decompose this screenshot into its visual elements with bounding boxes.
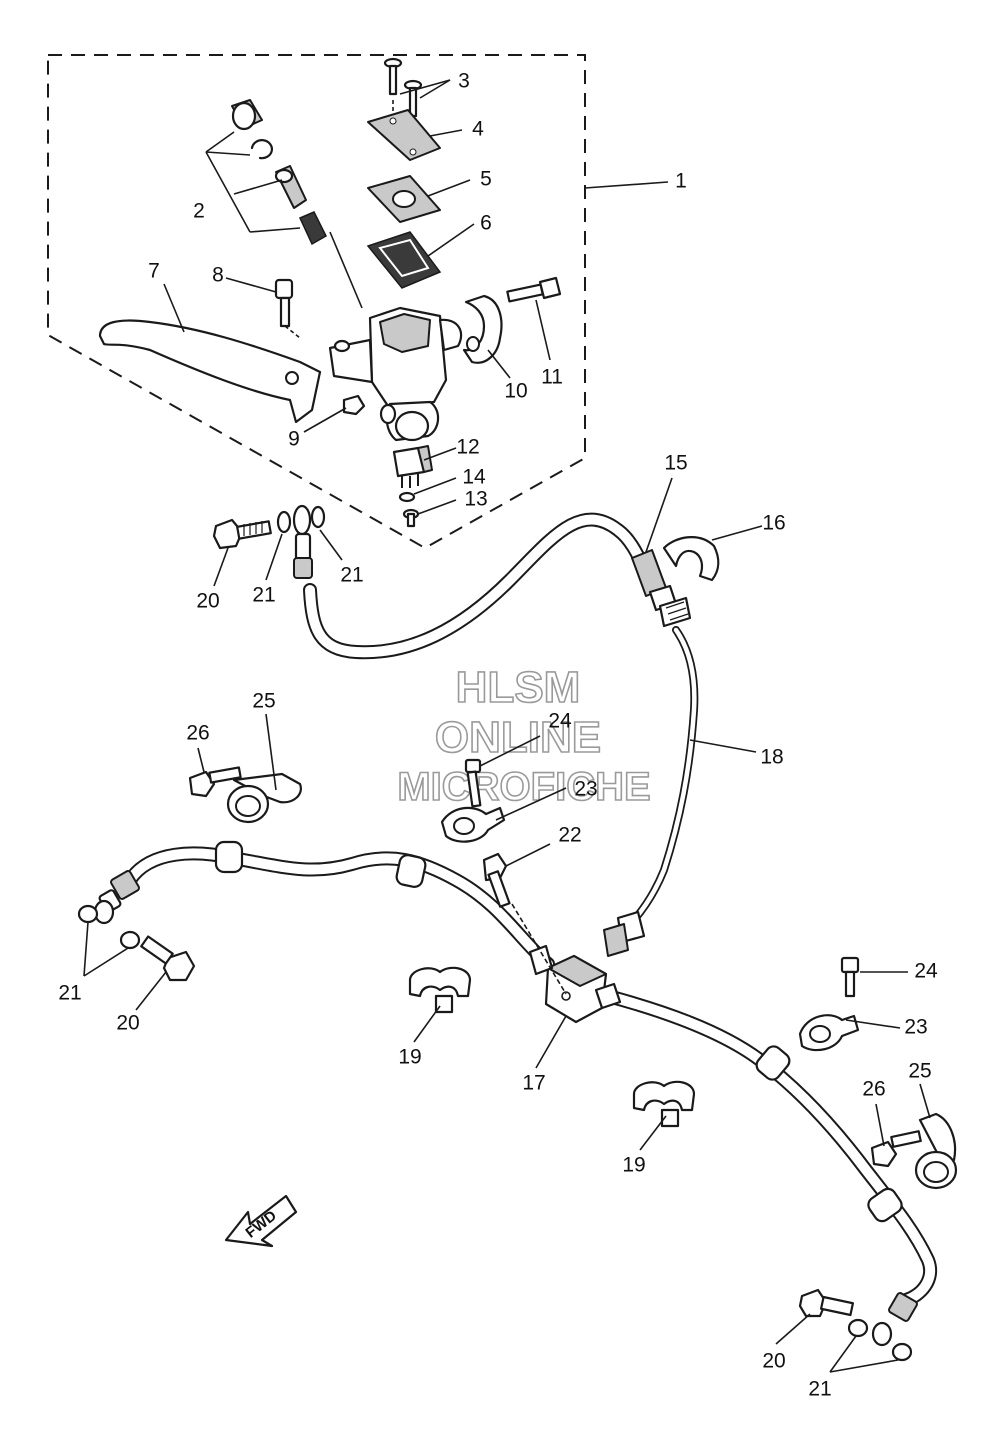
hose-bracket-right: [914, 1112, 958, 1190]
callout-26: 26: [862, 1078, 885, 1101]
clamp-bolt: [506, 276, 562, 303]
callout-19: 19: [622, 1154, 645, 1177]
callout-21: 21: [808, 1378, 831, 1401]
callout-5: 5: [480, 168, 492, 191]
callout-12: 12: [456, 436, 479, 459]
leader-lines: [83, 79, 931, 1373]
brake-lever: [98, 319, 322, 424]
bracket-bolt-right: [870, 1130, 922, 1168]
reservoir-cap: [367, 109, 441, 161]
callout-16: 16: [762, 512, 785, 535]
callout-17: 17: [522, 1072, 545, 1095]
hose-clip: [662, 536, 720, 582]
clamp-bolt-right: [840, 956, 860, 998]
hose-clamp-upper: [440, 806, 506, 843]
handlebar-clamp: [462, 294, 503, 364]
callout-21: 21: [340, 564, 363, 587]
watermark-line-2: ONLINE: [435, 713, 601, 762]
hose-fitting-upper: [292, 504, 313, 579]
callout-10: 10: [504, 380, 527, 403]
callout-14: 14: [462, 466, 486, 489]
callout-3: 3: [458, 70, 470, 93]
callout-numbers: 1 2 3 4 5 6 7 8 9 10 11 12 13 14 15 16 1…: [58, 70, 938, 1401]
callout-11: 11: [541, 366, 563, 389]
callout-26: 26: [186, 722, 209, 745]
banjo-bolt-upper: [212, 518, 272, 550]
watermark: HLSM ONLINE MICROFICHE: [397, 662, 652, 810]
switch-washer: [398, 491, 416, 503]
callout-20: 20: [762, 1350, 785, 1373]
bracket-bolt-left: [188, 766, 242, 798]
lever-pivot-bolt: [274, 278, 301, 339]
callout-4: 4: [472, 118, 484, 141]
clamp-bolt-upper: [464, 758, 482, 808]
lever-nut: [342, 394, 366, 416]
assembly-boundary: [47, 54, 586, 550]
brake-hose-upper: [303, 512, 692, 660]
brake-pipe: [603, 626, 699, 957]
crush-washer: [276, 510, 292, 534]
callout-6: 6: [480, 212, 492, 235]
callout-25: 25: [252, 690, 275, 713]
brake-hose-lower: [93, 840, 937, 1347]
brake-hose-joint: [528, 944, 622, 1024]
crush-washer: [77, 904, 99, 924]
piston-kit: [231, 99, 327, 246]
callout-22: 22: [558, 824, 581, 847]
crush-washer: [847, 1318, 869, 1338]
watermark-line-1: HLSM: [456, 663, 581, 712]
callout-20: 20: [196, 590, 219, 613]
callout-13: 13: [464, 488, 487, 511]
hose-clamp-right: [798, 1014, 860, 1052]
callout-21: 21: [58, 982, 81, 1005]
callout-19: 19: [398, 1046, 421, 1069]
master-cylinder-body: [328, 306, 463, 442]
joint-bolt: [482, 852, 567, 995]
watermark-line-3: MICROFICHE: [397, 765, 650, 809]
banjo-bolt-lower-left: [140, 935, 196, 982]
crush-washer: [119, 930, 141, 950]
callout-2: 2: [193, 200, 205, 223]
brake-light-switch: [392, 445, 433, 488]
crush-washer: [891, 1342, 913, 1362]
callout-20: 20: [116, 1012, 139, 1035]
callout-21: 21: [252, 584, 275, 607]
hose-retainer-clip: [408, 966, 472, 1014]
callout-18: 18: [760, 746, 783, 769]
callout-1: 1: [675, 170, 687, 193]
callout-9: 9: [288, 428, 300, 451]
callout-24: 24: [548, 710, 572, 733]
callout-23: 23: [574, 778, 597, 801]
hose-retainer-clip: [632, 1080, 696, 1128]
callout-25: 25: [908, 1060, 931, 1083]
callout-15: 15: [664, 452, 687, 475]
callout-24: 24: [914, 960, 938, 983]
switch-screw: [402, 508, 420, 528]
forward-direction-arrow: FWD: [224, 1194, 298, 1248]
callout-23: 23: [904, 1016, 927, 1039]
diaphragm: [366, 231, 442, 289]
callout-7: 7: [148, 260, 160, 283]
banjo-bolt-lower-right: [798, 1288, 855, 1318]
callout-8: 8: [212, 264, 224, 287]
crush-washer: [310, 505, 326, 529]
hose-bracket-left: [226, 772, 302, 824]
